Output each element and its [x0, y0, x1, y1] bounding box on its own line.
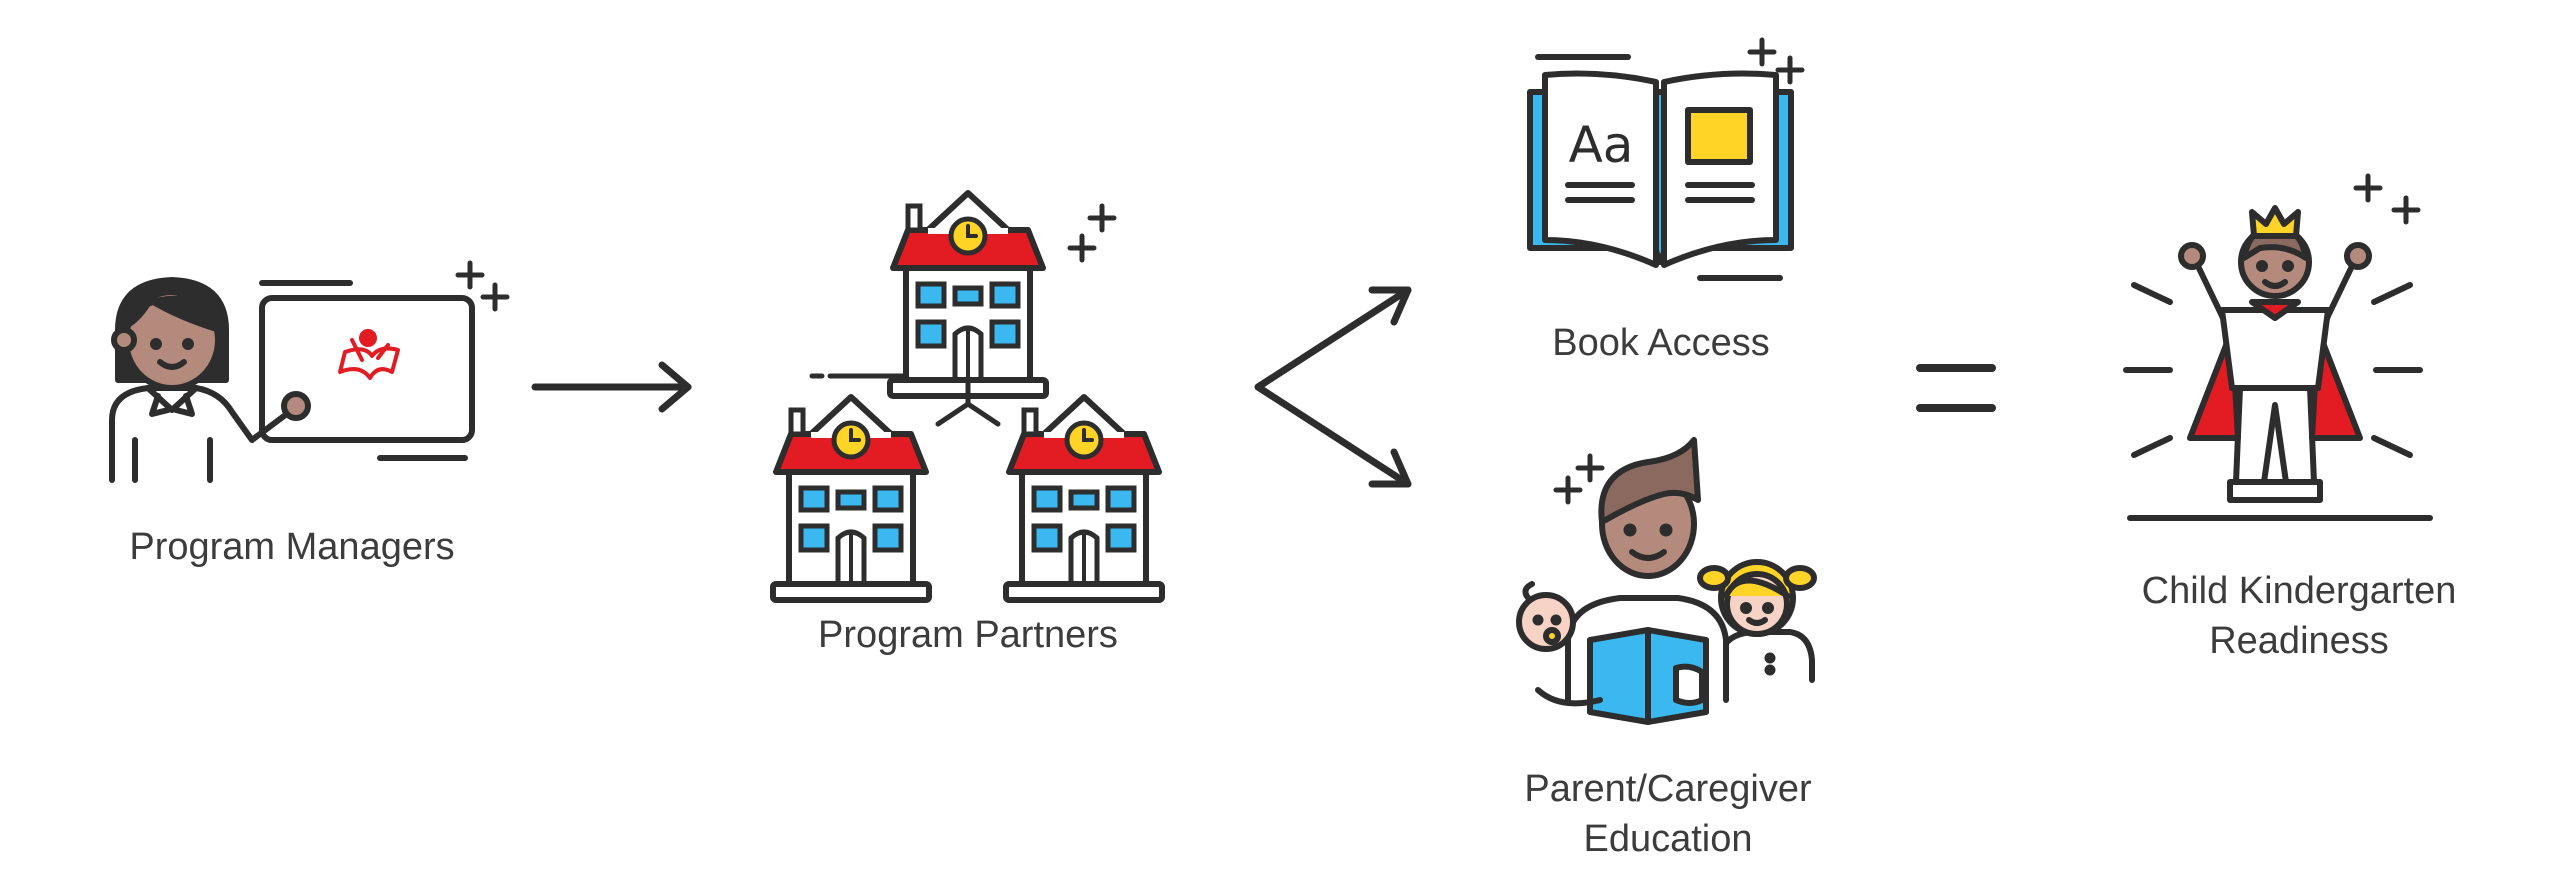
equals-sign-icon	[1916, 364, 1996, 412]
svg-text:Aa: Aa	[1569, 116, 1634, 174]
child-hero-with-crown-icon	[2123, 176, 2433, 521]
woman-presenting-board-icon	[109, 263, 507, 483]
fork-arrows-icon	[1254, 286, 1412, 488]
education-label-line-2: Education	[1583, 818, 1753, 860]
reading-child-logo-icon	[338, 329, 400, 380]
child-kindergarten-readiness-label: Child Kindergarten Readiness	[2142, 566, 2457, 666]
readiness-label-line-1: Child Kindergarten	[2141, 570, 2457, 612]
parent-caregiver-education-label: Parent/Caregiver Education	[1524, 764, 1811, 864]
program-managers-label: Program Managers	[129, 526, 455, 568]
parent-reading-with-children-icon	[1516, 437, 1817, 725]
arrow-right-icon	[531, 361, 692, 413]
program-partners-label: Program Partners	[818, 614, 1118, 656]
three-school-buildings-icon	[773, 193, 1162, 600]
education-label-line-1: Parent/Caregiver	[1524, 768, 1812, 810]
readiness-label-line-2: Readiness	[2209, 620, 2389, 662]
open-book-icon: Aa	[1527, 40, 1802, 281]
book-access-label: Book Access	[1552, 322, 1770, 364]
